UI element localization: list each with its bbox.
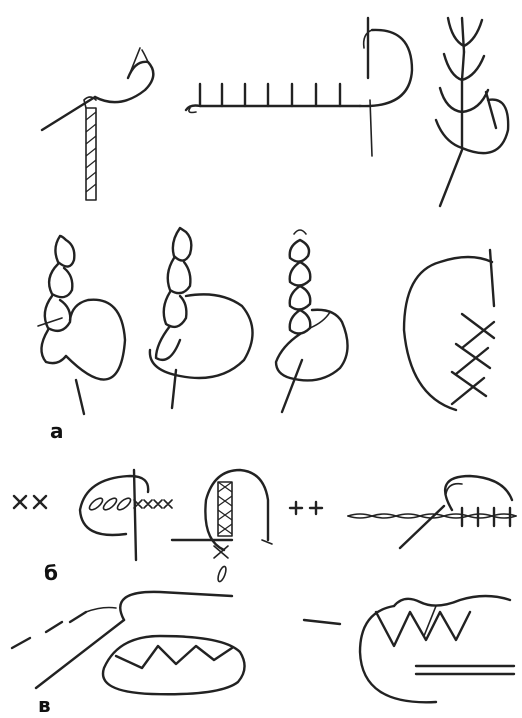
chain-stitch-illustration-2	[150, 228, 253, 408]
needle-icon	[490, 250, 494, 306]
needle-icon	[282, 360, 302, 412]
zigzag-stitch-illustration	[304, 596, 514, 702]
chain-stitch-illustration-3	[276, 230, 348, 412]
stem-stitch-illustration	[12, 592, 245, 694]
running-cross-stitch-illustration	[348, 476, 516, 548]
needle-icon	[400, 506, 444, 548]
needle-icon	[440, 150, 462, 206]
label-a: а	[50, 419, 64, 443]
chain-stitch-illustration-1	[38, 236, 125, 414]
cross-stitch-sample	[14, 496, 46, 508]
backstitch-corner-illustration	[42, 48, 153, 200]
needle-icon	[134, 470, 136, 560]
needle-icon	[42, 97, 95, 130]
double-cross-stitch-illustration	[172, 470, 272, 583]
needle-icon	[76, 380, 84, 414]
cross-stitch-illustration	[80, 470, 172, 560]
label-b: б	[44, 561, 58, 585]
herringbone-stitch-illustration	[404, 250, 494, 410]
plus-stitch-sample	[290, 502, 322, 514]
label-v: в	[38, 693, 51, 717]
feather-stitch-illustration	[436, 18, 508, 206]
blanket-stitch-illustration	[186, 18, 412, 156]
